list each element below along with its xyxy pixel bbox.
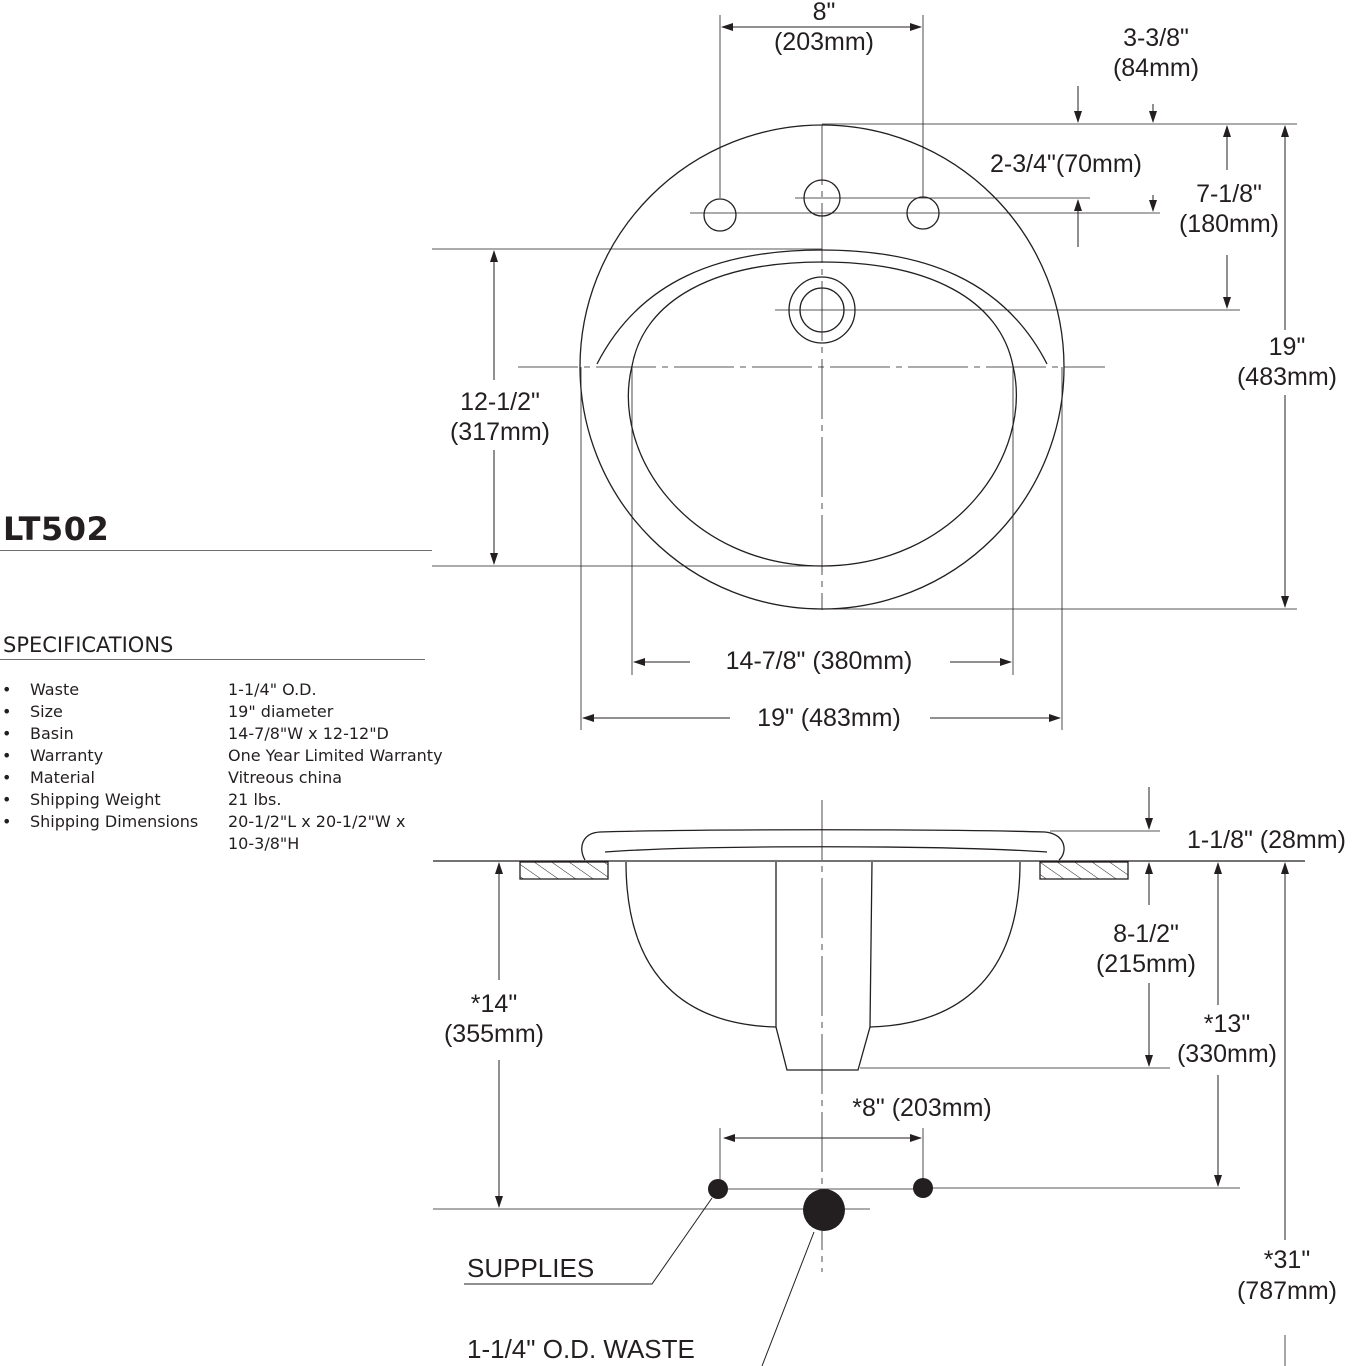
depth-overall-mm: (483mm) bbox=[1237, 363, 1337, 391]
bullet-icon: • bbox=[2, 812, 12, 831]
top-extension-lines bbox=[432, 15, 1297, 730]
faucet-spread-in: 8" bbox=[813, 0, 836, 26]
hole-setback: 2-3/4"(70mm) bbox=[990, 150, 1142, 178]
basin-width: 14-7/8" (380mm) bbox=[726, 647, 913, 675]
bowl-depth-in: 8-1/2" bbox=[1113, 920, 1179, 948]
bowl-depth-mm: (215mm) bbox=[1096, 950, 1196, 978]
bowl-right bbox=[869, 861, 1021, 1028]
pedestal-tail bbox=[775, 861, 873, 1071]
counter-cutout-right bbox=[1039, 861, 1129, 880]
spec-item-shipping-dimensions-cont: 10-3/8"H bbox=[0, 833, 458, 855]
spec-label: Waste bbox=[30, 680, 80, 699]
spec-value: 14-7/8"W x 12-12"D bbox=[228, 724, 389, 743]
bullet-icon: • bbox=[2, 724, 12, 743]
spec-value: 1-1/4" O.D. bbox=[228, 680, 317, 699]
spec-value: 19" diameter bbox=[228, 702, 334, 721]
waste-leader bbox=[761, 1231, 815, 1366]
faucet-hole-left bbox=[703, 198, 737, 232]
basin-depth-mm: (317mm) bbox=[450, 418, 550, 446]
specifications-divider bbox=[0, 659, 425, 660]
waste-label: 1-1/4" O.D. WASTE bbox=[467, 1334, 695, 1364]
spec-label: Shipping Weight bbox=[30, 790, 161, 809]
supply-spread: *8" (203mm) bbox=[852, 1094, 991, 1122]
model-number: LT502 bbox=[3, 510, 110, 548]
spec-value: 20-1/2"L x 20-1/2"W x bbox=[228, 812, 406, 831]
supply-height-in: *13" bbox=[1204, 1010, 1250, 1038]
hole-offset-mm: (84mm) bbox=[1113, 54, 1199, 82]
rough-in-points bbox=[708, 1178, 933, 1231]
leader-lines bbox=[464, 1197, 815, 1366]
top-dimension-labels: 8" (203mm) 3-3/8" (84mm) 2-3/4"(70mm) 7-… bbox=[450, 0, 1337, 732]
spec-label: Warranty bbox=[30, 746, 104, 765]
spec-value: Vitreous china bbox=[228, 768, 343, 787]
bullet-icon: • bbox=[2, 702, 12, 721]
supply-left-icon bbox=[708, 1179, 728, 1199]
bullet-icon: • bbox=[2, 768, 12, 787]
hole-offset-in: 3-3/8" bbox=[1123, 24, 1189, 52]
supply-height-mm: (330mm) bbox=[1177, 1040, 1277, 1068]
bowl-left bbox=[625, 861, 777, 1028]
drain-setback-in: 7-1/8" bbox=[1196, 180, 1262, 208]
spec-item-warranty: • Warranty One Year Limited Warranty bbox=[0, 745, 458, 767]
floor-to-rim-mm: (787mm) bbox=[1237, 1277, 1337, 1305]
top-centerlines bbox=[518, 125, 1240, 610]
specifications-heading: SPECIFICATIONS bbox=[3, 633, 174, 657]
model-divider bbox=[0, 550, 432, 551]
spec-label: Basin bbox=[30, 724, 74, 743]
counter-cutout-left bbox=[519, 861, 609, 880]
side-view bbox=[433, 829, 1305, 1071]
top-dimension-lines bbox=[490, 23, 1289, 722]
spec-item-waste: • Waste 1-1/4" O.D. bbox=[0, 679, 458, 701]
overall-width: 19" (483mm) bbox=[757, 704, 901, 732]
sink-rim bbox=[581, 829, 1065, 861]
spec-value: 21 lbs. bbox=[228, 790, 282, 809]
spec-item-material: • Material Vitreous china bbox=[0, 767, 458, 789]
bullet-icon: • bbox=[2, 790, 12, 809]
waste-outlet-icon bbox=[803, 1189, 845, 1231]
supply-right-icon bbox=[913, 1178, 933, 1198]
callout-labels: SUPPLIES 1-1/4" O.D. WASTE bbox=[467, 1253, 695, 1364]
spec-value: One Year Limited Warranty bbox=[228, 746, 443, 765]
spec-item-basin: • Basin 14-7/8"W x 12-12"D bbox=[0, 723, 458, 745]
basin-depth-in: 12-1/2" bbox=[460, 388, 540, 416]
waste-height-in: *14" bbox=[471, 990, 517, 1018]
side-dimension-lines bbox=[495, 787, 1289, 1240]
side-extension-lines bbox=[433, 830, 1286, 1366]
basin-bowl bbox=[627, 261, 1017, 567]
supplies-label: SUPPLIES bbox=[467, 1253, 594, 1283]
spec-label: Shipping Dimensions bbox=[30, 812, 199, 831]
floor-to-rim-in: *31" bbox=[1264, 1246, 1310, 1274]
bullet-icon: • bbox=[2, 746, 12, 765]
bullet-icon: • bbox=[2, 680, 12, 699]
side-dimension-labels: 1-1/8" (28mm) 8-1/2" (215mm) *14" (355mm… bbox=[444, 826, 1346, 1305]
spec-label: Size bbox=[30, 702, 63, 721]
rim-lip bbox=[604, 846, 1048, 853]
rim-height: 1-1/8" (28mm) bbox=[1187, 826, 1346, 854]
specifications-list: • Waste 1-1/4" O.D. • Size 19" diameter • Bas… bbox=[0, 679, 458, 855]
spec-item-size: • Size 19" diameter bbox=[0, 701, 458, 723]
faucet-spread-mm: (203mm) bbox=[774, 28, 874, 56]
spec-label: Material bbox=[30, 768, 95, 787]
depth-overall-in: 19" bbox=[1269, 333, 1306, 361]
supplies-leader bbox=[464, 1197, 713, 1285]
spec-item-shipping-weight: • Shipping Weight 21 lbs. bbox=[0, 789, 458, 811]
drain-setback-mm: (180mm) bbox=[1179, 210, 1279, 238]
waste-height-mm: (355mm) bbox=[444, 1020, 544, 1048]
spec-value: 10-3/8"H bbox=[228, 834, 300, 853]
spec-item-shipping-dimensions: • Shipping Dimensions 20-1/2"L x 20-1/2"W … bbox=[0, 811, 458, 833]
